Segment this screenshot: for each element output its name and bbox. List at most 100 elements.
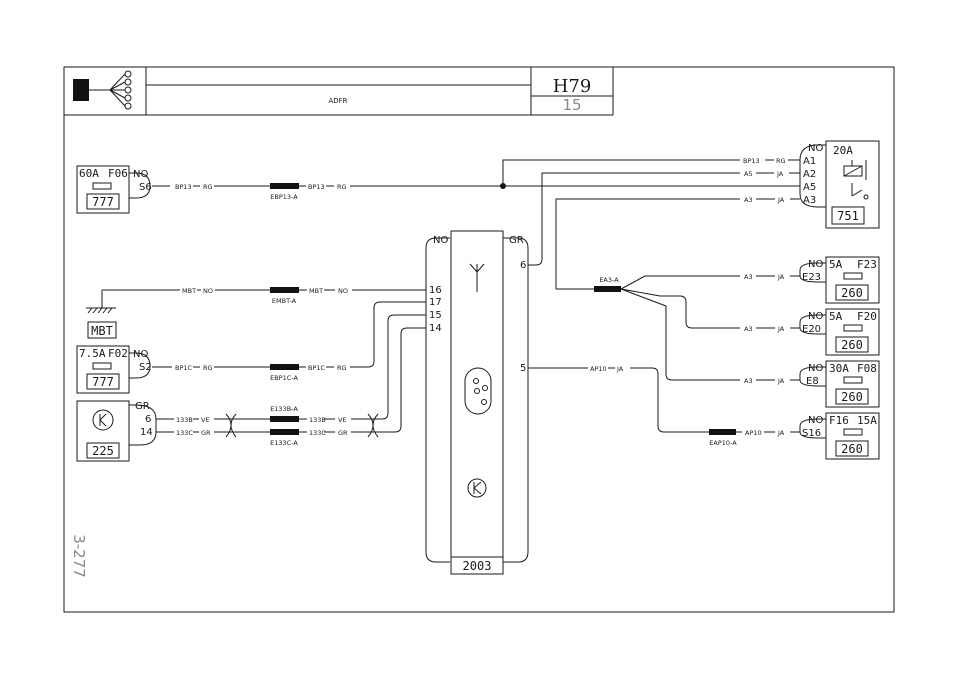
- fuse-f06-id: F06: [108, 167, 128, 180]
- wire-ap10-color-left: JA: [616, 365, 624, 373]
- splice-eap10: [709, 429, 736, 435]
- fuse-f16-pin: S16: [802, 428, 821, 439]
- connector-icon: [73, 70, 132, 110]
- ecu-2003: NO GR 16 17 15 14 6 5 2003: [425, 230, 529, 575]
- page-ref: 3-277: [70, 534, 88, 578]
- splice-ebp1c: [270, 364, 299, 370]
- title: ADFR: [328, 97, 347, 105]
- wire-mbt-color-left: NO: [203, 287, 213, 295]
- fuse-f06-pin: S6: [139, 182, 152, 193]
- wire-bp1c: BP1C RG EBP1C-A BP1C RG: [152, 301, 426, 382]
- fuse-f02-rating: 7.5A: [79, 347, 106, 360]
- fuse-f06-pin-color: NO: [133, 169, 148, 180]
- fuse-f23-code: 260: [841, 286, 863, 300]
- fuse-f16-element-icon: [843, 428, 863, 436]
- wire-bp13-top-code: BP13: [743, 157, 760, 165]
- component-225: 225 GR 6 14: [76, 400, 157, 462]
- wire-bp13-top-color: RG: [776, 157, 786, 165]
- fuse-f20-code: 260: [841, 338, 863, 352]
- wire-a3-e8-color: JA: [777, 377, 785, 385]
- mbt-ground: MBT: [86, 290, 117, 339]
- relay-coil-icon: [843, 160, 869, 200]
- fuse-f08-pin: E8: [806, 376, 819, 387]
- mbt-label: MBT: [91, 324, 113, 338]
- ecu-pin-15: 15: [429, 310, 442, 321]
- wire-bp13-color-left: RG: [203, 183, 213, 191]
- component-225-code: 225: [92, 444, 114, 458]
- relay-751: NO 20A A1 A2 A5 A3 751: [799, 140, 880, 229]
- component-225-pin-6: 6: [145, 414, 151, 425]
- wire-a3-color: JA: [777, 196, 785, 204]
- antenna-icon: [469, 263, 485, 292]
- sheet-code: H79: [553, 76, 592, 97]
- wire-mbt: MBT NO EMBT-A MBT NO: [102, 287, 426, 305]
- ecu-left-color: NO: [433, 235, 448, 246]
- wire-133b-color-left: VE: [201, 416, 210, 424]
- wire-bp13-top: BP13 RG: [500, 157, 800, 189]
- splice-ea3-label: EA3-A: [599, 276, 619, 284]
- socket-icon: [464, 367, 492, 415]
- fuse-f16-rating: 15A: [857, 414, 877, 427]
- title-block: ADFR H79 15: [64, 67, 614, 116]
- splice-embt: [270, 287, 299, 293]
- transistor-icon: [467, 478, 487, 498]
- wire-bp1c-color-right: RG: [337, 364, 347, 372]
- fuse-f08-pin-color: NO: [808, 363, 823, 374]
- sheet-number: 15: [562, 96, 581, 114]
- splice-ebp1c-label: EBP1C-A: [270, 374, 298, 382]
- ecu-pin-14: 14: [429, 323, 442, 334]
- fuse-f08-rating: 30A: [829, 362, 849, 375]
- fuse-f20-pin: E20: [802, 324, 821, 335]
- wire-bp13-code-left: BP13: [175, 183, 192, 191]
- relay-pin-color: NO: [808, 143, 823, 154]
- fuse-f02-id: F02: [108, 347, 128, 360]
- fuse-f08: NO E8 30A F08 260: [799, 360, 880, 408]
- splice-embt-label: EMBT-A: [272, 297, 297, 305]
- sensor-icon: [92, 409, 114, 431]
- fuse-f16-code: 260: [841, 442, 863, 456]
- ecu-pin-17: 17: [429, 297, 442, 308]
- fuse-f23-element-icon: [843, 272, 863, 280]
- page-border: [63, 66, 895, 613]
- fuse-f23-pin-color: NO: [808, 259, 823, 270]
- wire-mbt-color-right: NO: [338, 287, 348, 295]
- wire-133c-code-right: 133C: [309, 429, 326, 437]
- ecu-pin-5: 5: [520, 363, 526, 374]
- wire-ap10: AP10 JA EAP10-A AP10 JA: [528, 365, 800, 447]
- wire-mbt-code-left: MBT: [182, 287, 196, 295]
- fuse-f20-element-icon: [843, 324, 863, 332]
- relay-pin-a2: A2: [803, 169, 816, 180]
- wire-a5: A5 JA: [528, 170, 800, 266]
- wire-ap10-code-right: AP10: [745, 429, 762, 437]
- wire-bp1c-code-left: BP1C: [175, 364, 193, 372]
- splice-ea3: [594, 286, 621, 292]
- fuse-f06-rating: 60A: [79, 167, 99, 180]
- fuse-f23-pin: E23: [802, 272, 821, 283]
- fuse-f16-id: F16: [829, 414, 849, 427]
- fuse-f20-id: F20: [857, 310, 877, 323]
- fuse-f02-pin-color: NO: [133, 349, 148, 360]
- splice-e133c: [270, 429, 299, 435]
- fuse-f20: NO E20 5A F20 260: [799, 308, 880, 356]
- fuse-f06-code: 777: [92, 195, 114, 209]
- wire-a3: A3 JA EA3-A A3 JA A3 JA A3 JA: [555, 196, 800, 385]
- fuse-f16: NO S16 F16 15A 260: [799, 412, 880, 460]
- fuse-f06-element-icon: [92, 182, 112, 190]
- fuse-f23-rating: 5A: [829, 258, 843, 271]
- splice-ebp13: [270, 183, 299, 189]
- wire-bp13-code-right: BP13: [308, 183, 325, 191]
- twisted-pair-icon-right: [367, 413, 379, 438]
- splice-ebp13-label: EBP13-A: [270, 193, 298, 201]
- ecu-pin-16: 16: [429, 285, 442, 296]
- twisted-pair-icon-left: [225, 413, 237, 438]
- wire-mbt-code-right: MBT: [309, 287, 323, 295]
- splice-eap10-label: EAP10-A: [709, 439, 737, 447]
- relay-rating: 20A: [833, 144, 853, 157]
- wire-ap10-code-left: AP10: [590, 365, 607, 373]
- wire-a3-e23-color: JA: [777, 273, 785, 281]
- wire-a3-e8-code: A3: [744, 377, 753, 385]
- ecu-right-color: GR: [509, 235, 524, 246]
- wire-133b-code-left: 133B: [176, 416, 193, 424]
- fuse-f20-rating: 5A: [829, 310, 843, 323]
